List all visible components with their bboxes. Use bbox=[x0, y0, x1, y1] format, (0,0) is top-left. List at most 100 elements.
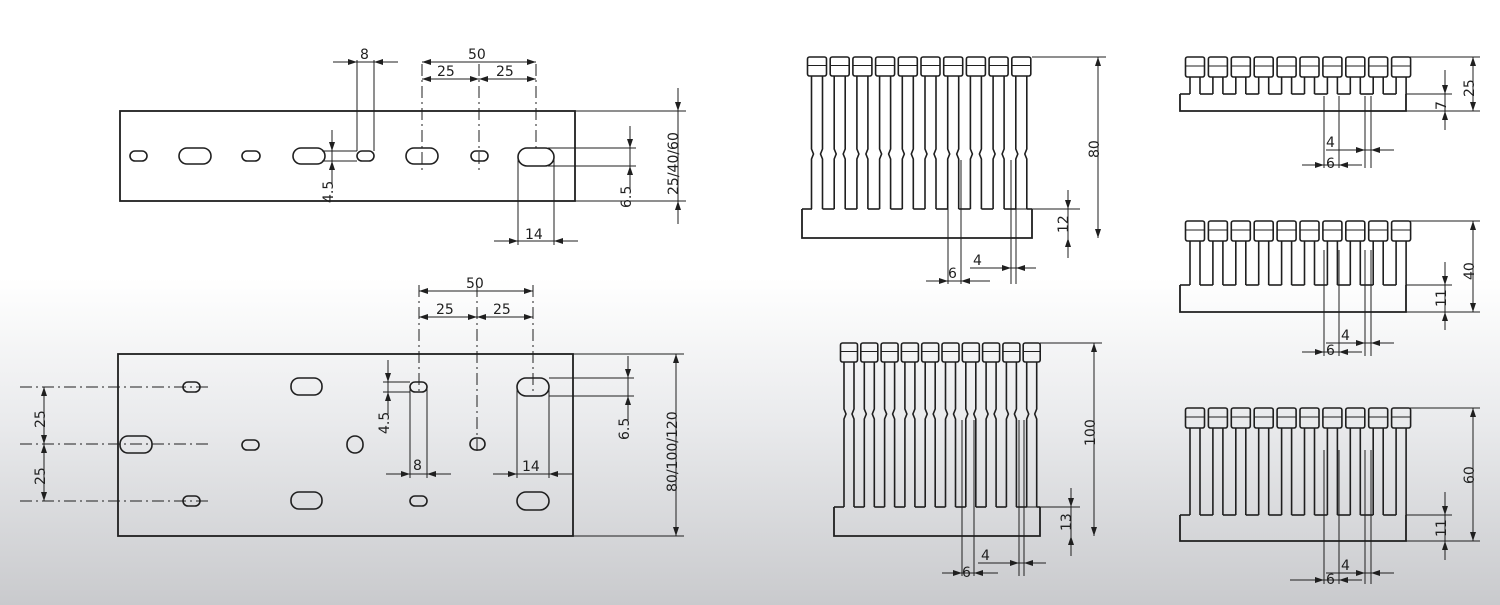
comb-finger bbox=[988, 56, 1016, 210]
comb-profile-60 bbox=[1179, 407, 1412, 584]
comb-profile-25 bbox=[1179, 56, 1412, 168]
dim-total: 50 bbox=[466, 276, 484, 292]
comb-base bbox=[1179, 285, 1407, 313]
comb-finger bbox=[1253, 220, 1282, 286]
dim-gap: 6 bbox=[1326, 572, 1335, 588]
comb-finger bbox=[981, 342, 1007, 508]
comb-finger bbox=[1390, 407, 1412, 515]
comb-finger bbox=[1276, 407, 1305, 516]
comb-finger bbox=[1022, 342, 1042, 507]
comb-finger bbox=[1299, 220, 1328, 286]
comb-profile-80 bbox=[801, 56, 1033, 284]
dim-base: 7 bbox=[1434, 101, 1450, 110]
comb-finger bbox=[1230, 407, 1259, 516]
comb-finger bbox=[900, 342, 926, 508]
comb-finger bbox=[941, 342, 966, 508]
dim-pitch-top: 25 bbox=[33, 410, 49, 428]
comb-finger bbox=[1276, 56, 1305, 95]
dim-big-width: 14 bbox=[525, 227, 543, 243]
comb-profile-40 bbox=[1179, 220, 1412, 356]
dim-gap: 6 bbox=[962, 565, 971, 581]
dim-base: 12 bbox=[1056, 215, 1072, 233]
comb-base bbox=[801, 209, 1033, 239]
dim-finger: 4 bbox=[973, 253, 982, 269]
comb-25-dims: 25 7 6 4 bbox=[1302, 56, 1480, 172]
comb-finger bbox=[1230, 220, 1259, 286]
comb-finger bbox=[880, 342, 905, 508]
dim-pitch-bottom: 25 bbox=[33, 467, 49, 485]
dim-height: 25 bbox=[1462, 79, 1478, 97]
comb-finger bbox=[1322, 220, 1351, 286]
comb-60-dims: 60 11 6 4 bbox=[1290, 407, 1480, 588]
comb-finger bbox=[859, 342, 885, 508]
dim-big-height: 6.5 bbox=[619, 186, 635, 208]
comb-base bbox=[1179, 94, 1407, 112]
dim-height: 100 bbox=[1083, 419, 1099, 446]
dim-gap: 6 bbox=[1326, 343, 1335, 359]
dim-finger: 4 bbox=[1326, 135, 1335, 151]
dim-base: 11 bbox=[1434, 519, 1450, 537]
dim-finger: 4 bbox=[1341, 558, 1350, 574]
comb-finger bbox=[1184, 56, 1213, 95]
comb-finger bbox=[1299, 56, 1328, 95]
comb-finger bbox=[1390, 56, 1412, 94]
comb-finger bbox=[1002, 342, 1027, 508]
dim-big-width: 14 bbox=[522, 459, 540, 475]
comb-finger bbox=[920, 342, 946, 508]
comb-finger bbox=[1184, 220, 1213, 286]
comb-finger bbox=[1010, 56, 1032, 209]
dim-finger: 4 bbox=[981, 548, 990, 564]
comb-finger bbox=[852, 56, 880, 210]
comb-finger bbox=[1322, 407, 1351, 516]
panel-outline bbox=[119, 110, 576, 202]
comb-finger bbox=[1276, 220, 1305, 286]
dim-gap: 6 bbox=[948, 266, 957, 282]
dim-total: 50 bbox=[468, 47, 486, 63]
dim-big-height: 6.5 bbox=[617, 418, 633, 440]
comb-finger bbox=[829, 56, 857, 210]
dim-panel-height: 80/100/120 bbox=[665, 411, 681, 492]
comb-base bbox=[833, 507, 1041, 537]
comb-finger bbox=[1390, 220, 1412, 285]
dim-panel-height: 25/40/60 bbox=[666, 132, 682, 195]
comb-finger bbox=[1230, 56, 1259, 95]
comb-base bbox=[1179, 515, 1407, 542]
dim-slot-width: 8 bbox=[413, 458, 422, 474]
dim-gap: 6 bbox=[1326, 156, 1335, 172]
dim-slot-width: 8 bbox=[360, 47, 369, 63]
dim-height: 80 bbox=[1087, 140, 1103, 158]
comb-finger bbox=[806, 56, 835, 210]
dim-height: 40 bbox=[1462, 262, 1478, 280]
comb-finger bbox=[1207, 56, 1236, 95]
comb-finger bbox=[965, 56, 994, 210]
comb-finger bbox=[1367, 407, 1397, 516]
comb-finger bbox=[1207, 407, 1236, 516]
dim-half-left: 25 bbox=[437, 64, 455, 80]
dim-base: 11 bbox=[1434, 289, 1450, 307]
panel-outline bbox=[117, 353, 574, 537]
comb-finger bbox=[1184, 407, 1213, 516]
side-panel-small: 50 25 25 8 4.5 6.5 14 25/40/60 bbox=[119, 47, 686, 245]
comb-finger bbox=[1299, 407, 1328, 516]
dim-finger: 4 bbox=[1341, 328, 1350, 344]
dim-half-right: 25 bbox=[496, 64, 514, 80]
comb-finger bbox=[961, 342, 987, 508]
comb-80-dims: 80 12 6 4 bbox=[926, 56, 1106, 284]
comb-finger bbox=[874, 56, 903, 210]
comb-finger bbox=[1253, 407, 1282, 516]
comb-finger bbox=[839, 342, 865, 508]
comb-finger bbox=[920, 56, 948, 210]
dim-half-right: 25 bbox=[493, 302, 511, 318]
comb-finger bbox=[1253, 56, 1282, 95]
side-panel-large: 25 25 50 25 25 4.5 8 6.5 14 80/100/120 bbox=[20, 276, 684, 537]
comb-profile-100 bbox=[833, 342, 1042, 576]
comb-finger bbox=[1207, 220, 1236, 286]
comb-100-dims: 100 13 6 4 bbox=[942, 342, 1102, 581]
comb-finger bbox=[1345, 56, 1374, 95]
comb-finger bbox=[1367, 56, 1397, 95]
dim-slot-height: 4.5 bbox=[321, 181, 337, 203]
comb-finger bbox=[1322, 56, 1351, 95]
dim-base: 13 bbox=[1059, 513, 1075, 531]
dim-half-left: 25 bbox=[436, 302, 454, 318]
